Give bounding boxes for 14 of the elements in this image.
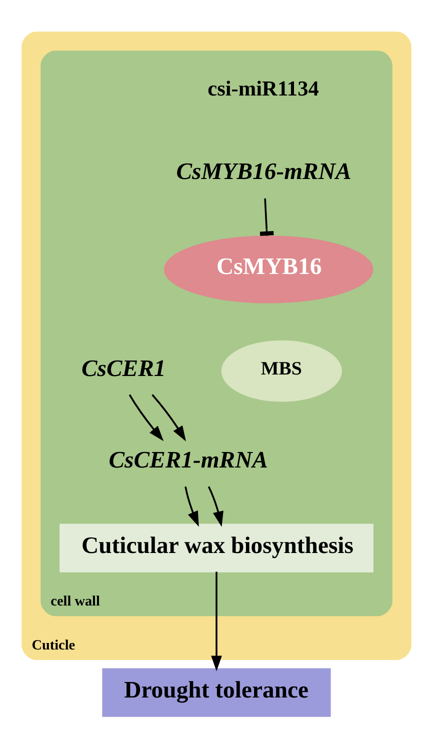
arrow	[128, 394, 164, 441]
arrow	[184, 486, 199, 526]
arrow	[152, 394, 186, 441]
node-ellipse: MBS	[221, 340, 342, 402]
node-box: Drought tolerance	[102, 668, 331, 716]
label: csi-miR1134	[208, 76, 319, 100]
connector	[260, 198, 274, 236]
node-text: CsCER1-mRNA	[108, 447, 268, 474]
arrow	[208, 486, 224, 526]
node-text: CsCER1	[81, 355, 166, 382]
arrow	[211, 571, 222, 671]
node-ellipse: CsMYB16	[164, 235, 374, 303]
node-box: Cuticular wax biosynthesis	[60, 523, 374, 572]
node-text: CsMYB16-mRNA	[176, 158, 352, 185]
